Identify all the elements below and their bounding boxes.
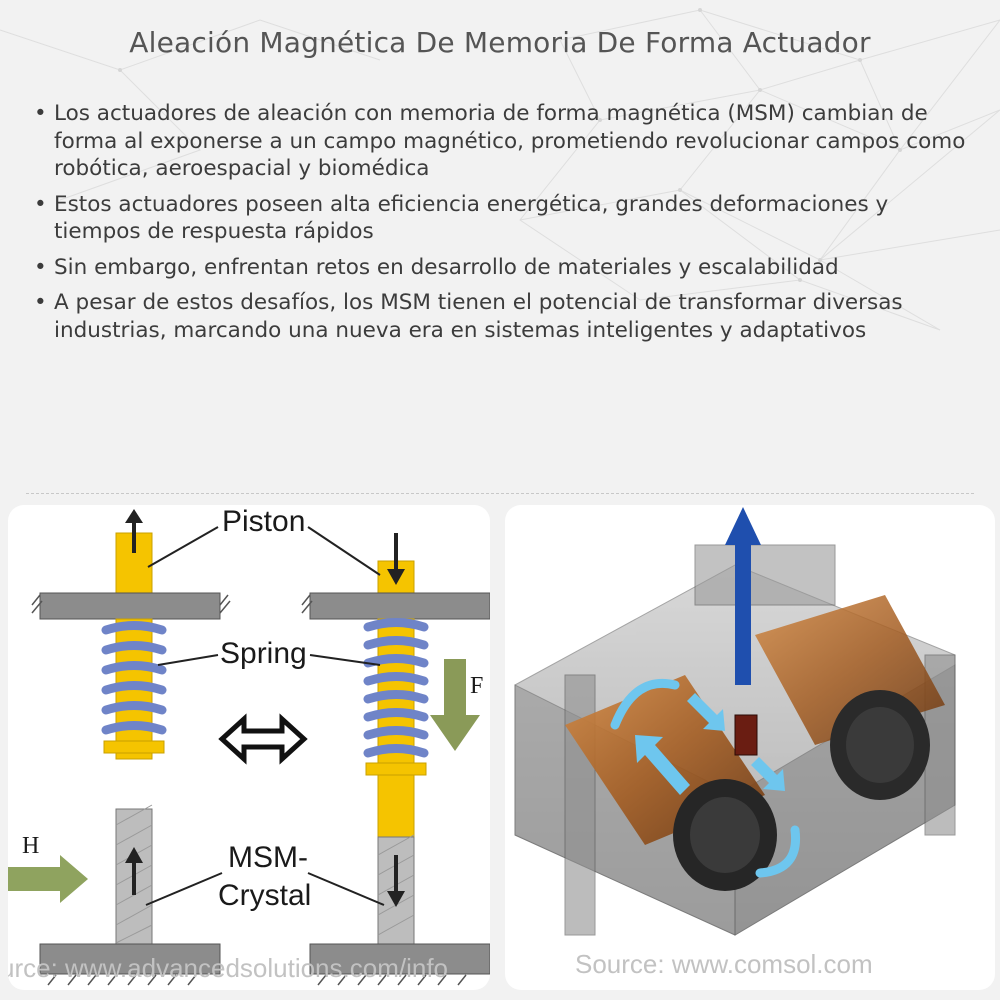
up-arrow-icon	[725, 507, 761, 685]
bullet-dot: •	[34, 290, 47, 315]
bullet-item: • Sin embargo, enfrentan retos en desarr…	[34, 254, 974, 282]
msm-label-line1: MSM-	[228, 841, 308, 874]
source-caption-right: Source: www.comsol.com	[575, 949, 873, 979]
background-network-pattern	[0, 8, 1000, 331]
rotation-arrow-icon	[610, 678, 680, 730]
bullet-dot: •	[34, 101, 47, 126]
flux-arrow-icon	[751, 757, 785, 791]
source-caption-left: urce: www.advancedsolutions.com/info	[8, 953, 449, 983]
flux-arrow-icon	[635, 735, 690, 795]
msm-schematic-diagram	[8, 509, 490, 986]
bullet-text: Sin embargo, enfrentan retos en desarrol…	[54, 254, 839, 280]
piston-label: Piston	[222, 505, 306, 538]
spring-label: Spring	[220, 637, 307, 670]
rotation-arrow-icon	[755, 825, 801, 878]
bullet-item: • Los actuadores de aleación con memoria…	[34, 100, 974, 183]
bullet-dot: •	[34, 191, 47, 217]
bullet-list: • Los actuadores de aleación con memoria…	[34, 100, 974, 352]
bullet-text: Estos actuadores poseen alta eficiencia …	[54, 191, 889, 245]
field-label: H	[22, 833, 40, 859]
bullet-text: A pesar de estos desafíos, los MSM tiene…	[54, 290, 903, 343]
right-actuator	[301, 533, 490, 986]
force-label: F	[470, 673, 484, 699]
msm-3d-render-panel: Source: www.comsol.com	[505, 505, 995, 990]
bullet-item: • Estos actuadores poseen alta eficienci…	[34, 191, 974, 246]
field-arrow-icon	[8, 855, 88, 903]
force-arrow-icon	[430, 659, 480, 751]
flux-arrow-icon	[687, 693, 725, 731]
left-actuator	[31, 509, 231, 986]
page-title: Aleación Magnética De Memoria De Forma A…	[129, 26, 871, 59]
msm-label-line2: Crystal	[218, 879, 312, 912]
bullet-text: Los actuadores de aleación con memoria d…	[54, 101, 966, 181]
bullet-item: • A pesar de estos desafíos, los MSM tie…	[34, 289, 974, 344]
section-divider	[26, 493, 974, 494]
msm-3d-render	[514, 507, 956, 936]
back-coil	[755, 595, 945, 800]
msm-schematic-panel: Piston Spring MSM- Crystal F H urce: www…	[8, 505, 490, 990]
bullet-dot: •	[34, 254, 47, 280]
double-arrow-icon	[218, 713, 308, 765]
